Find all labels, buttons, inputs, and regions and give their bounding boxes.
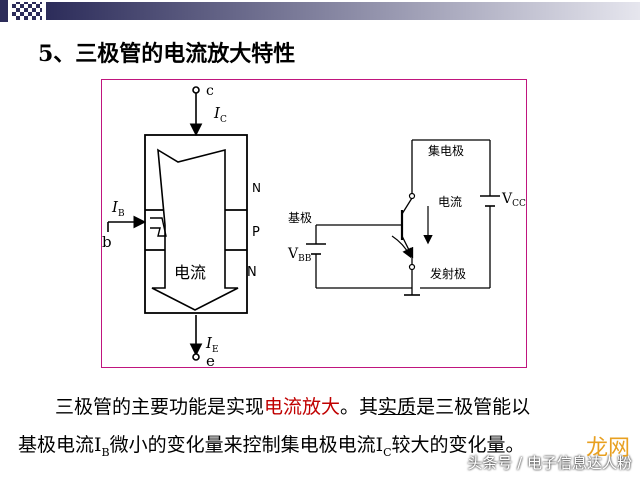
caption-subscript: C	[383, 445, 392, 459]
emitter-lead	[189, 315, 203, 361]
watermark-logo: 龙网	[585, 436, 630, 461]
base-lead	[107, 215, 147, 232]
circuit-wires	[315, 139, 491, 296]
caption-text: 微小的变化量来控制集电极电流I	[109, 434, 384, 456]
caption-text: 基极电流I	[18, 434, 102, 456]
current-label: 电流	[438, 195, 462, 209]
vbb-label: VBB	[287, 246, 312, 264]
emitter-terminal-label: e	[206, 352, 215, 370]
region-n-bottom: N	[247, 265, 257, 280]
region-p: P	[252, 225, 260, 240]
caption-underline: 实质	[378, 396, 417, 418]
caption-text: 。其	[340, 396, 379, 418]
collector-terminal-label: c	[206, 83, 214, 99]
ib-label: IB	[111, 198, 125, 219]
vcc-battery-symbol	[480, 195, 500, 207]
caption-text: 是三极管能以	[416, 396, 531, 418]
caption-line-2: 基极电流IB微小的变化量来控制集电极电流IC较大的变化量。	[18, 430, 525, 459]
emitter-label: 发射极	[430, 266, 466, 281]
watermark: 龙网 头条号 / 电子信息达人粉	[467, 436, 632, 473]
caption-text: 三极管的主要功能是实现	[55, 396, 265, 418]
caption-line-1: 三极管的主要功能是实现电流放大。其实质是三极管能以	[55, 392, 530, 419]
electron-flow-arrow	[391, 235, 412, 259]
base-current-arrow	[150, 217, 167, 237]
caption-text: 较大的变化量。	[391, 434, 525, 456]
collector-lead	[189, 86, 203, 137]
current-flow-arrow	[151, 148, 239, 311]
collector-label: 集电极	[428, 143, 464, 158]
caption-subscript: B	[101, 445, 110, 459]
header-stripe	[0, 0, 640, 22]
flow-label: 电流	[174, 263, 206, 282]
slide-title: 5、三极管的电流放大特性	[38, 41, 296, 67]
diagram-frame	[101, 79, 527, 368]
vbb-battery-symbol	[306, 243, 326, 255]
ic-label: IC	[213, 104, 227, 125]
base-label: 基极	[288, 211, 312, 225]
caption-highlight: 电流放大	[264, 396, 341, 418]
terminal-dots	[408, 192, 416, 271]
watermark-text: 头条号 / 电子信息达人粉	[467, 454, 632, 472]
vcc-label: VCC	[501, 191, 526, 209]
region-n-top: N	[252, 181, 261, 195]
ie-label: IE	[205, 334, 219, 355]
base-terminal-label: b	[102, 233, 112, 251]
